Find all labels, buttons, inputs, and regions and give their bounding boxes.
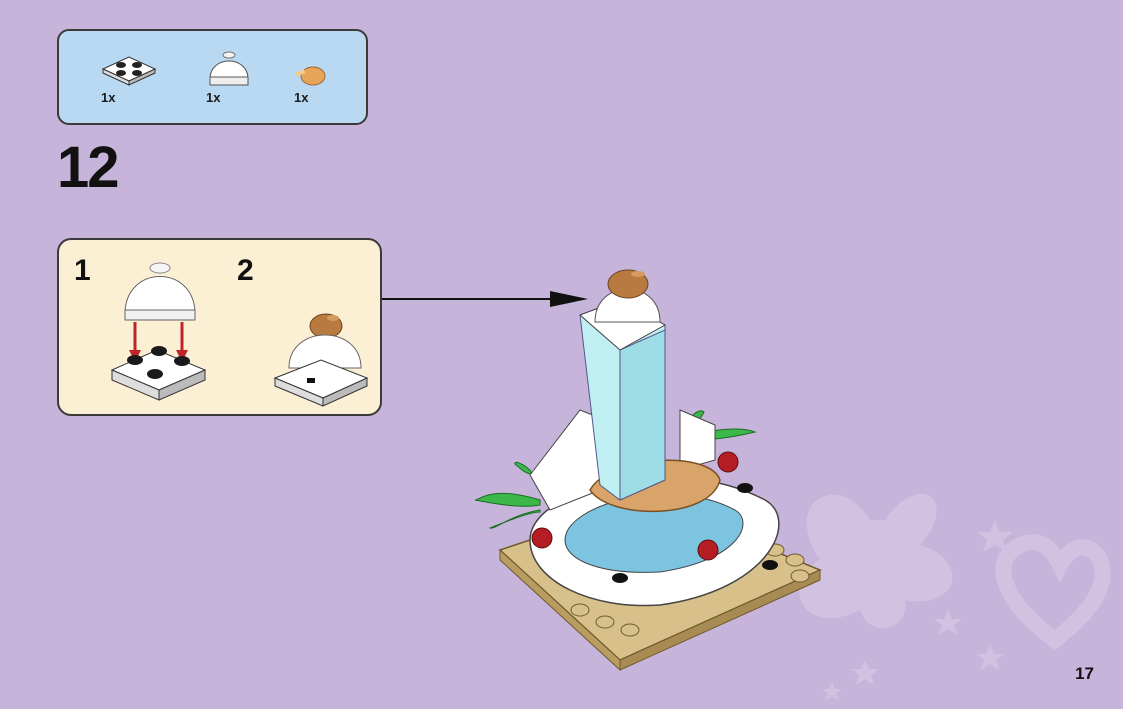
star-icon [977, 520, 1013, 552]
part-qty-plate: 1x [101, 90, 116, 105]
star-icon [934, 610, 962, 635]
star-icon [822, 682, 842, 700]
sub-step-2-illustration [273, 313, 369, 407]
star-icon [851, 660, 879, 685]
sub-step-1-illustration [110, 262, 207, 401]
sub-step-number-2: 2 [237, 254, 254, 287]
plate-2x2-white-icon [101, 56, 157, 86]
fountain-model-illustration [474, 269, 822, 672]
sub-assembly-callout: 1 2 [57, 238, 382, 416]
part-qty-chicken: 1x [294, 90, 309, 105]
chicken-leg-icon [294, 66, 326, 86]
sub-step-number-1: 1 [74, 254, 91, 287]
part-qty-dome: 1x [206, 90, 221, 105]
butterfly-icon [799, 494, 953, 629]
star-icon [976, 645, 1004, 670]
dome-2x2-white-icon [209, 51, 249, 86]
step-number: 12 [57, 135, 119, 200]
pointer-arrow-icon [382, 291, 588, 307]
page-number: 17 [1075, 664, 1094, 683]
heart-outline-icon [995, 534, 1111, 651]
parts-list-callout: 1x 1x 1x [57, 29, 368, 125]
